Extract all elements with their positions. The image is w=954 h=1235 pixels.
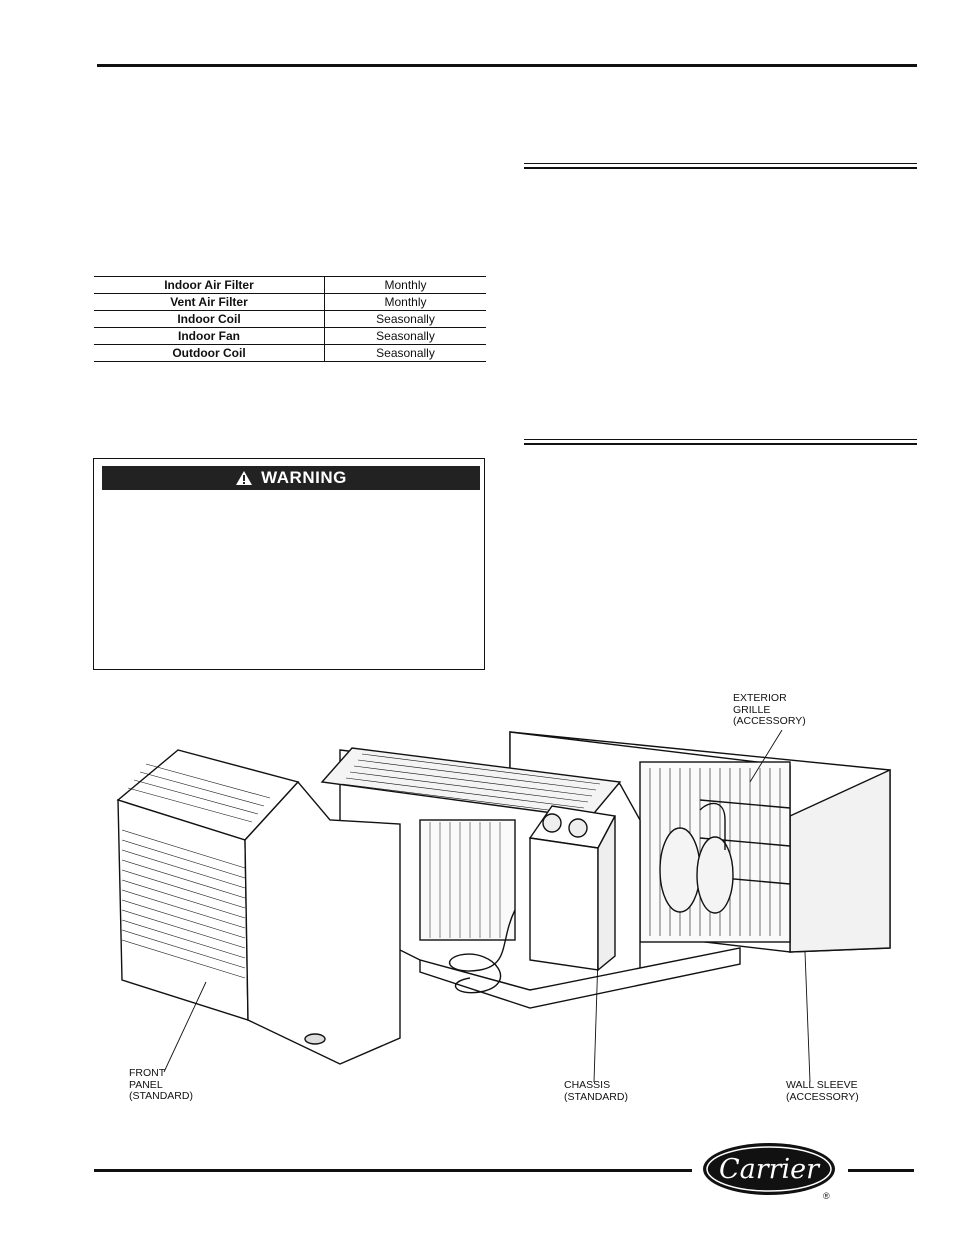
callout-chassis: CHASSIS (STANDARD) [564,1079,628,1103]
carrier-logo: Carrier ® [703,1143,835,1201]
frequency-cell: Monthly [384,278,427,292]
task-cell: Outdoor Coil [94,344,325,362]
callout-leaders [163,729,811,1083]
top-rule [97,64,917,67]
callout-exterior-grille: EXTERIOR GRILLE (ACCESSORY) [733,692,806,727]
warning-label: WARNING [261,468,347,487]
frequency-cell: Monthly [384,295,427,309]
frequency-cell: Seasonally [376,312,435,326]
callout-wall-sleeve: WALL SLEEVE (ACCESSORY) [786,1079,859,1103]
frequency-cell: Seasonally [376,329,435,343]
table-row: Vent Air Filter Monthly [94,293,486,311]
front-panel [116,749,401,1065]
warning-header: WARNING [102,466,480,490]
section-divider [524,439,917,445]
callout-front-panel: FRONT PANEL (STANDARD) [129,1067,193,1102]
task-cell: Vent Air Filter [94,293,325,311]
chassis [320,747,741,1009]
task-cell: Indoor Fan [94,327,325,345]
footer-rule-left [94,1169,692,1172]
section-divider [524,163,917,169]
maintenance-table: Indoor Air Filter Monthly Vent Air Filte… [94,276,486,362]
warning-box: WARNING [93,458,485,670]
table-row: Outdoor Coil Seasonally [94,344,486,362]
task-cell: Indoor Air Filter [94,276,325,294]
task-cell: Indoor Coil [94,310,325,328]
frequency-cell: Seasonally [376,346,435,360]
footer-rule-right [848,1169,914,1172]
product-illustration [116,729,891,1083]
warning-triangle-icon [236,471,253,485]
table-row: Indoor Coil Seasonally [94,310,486,328]
table-row: Indoor Air Filter Monthly [94,276,486,294]
table-row: Indoor Fan Seasonally [94,327,486,345]
registered-mark: ® [823,1191,830,1201]
logo-wordmark: Carrier [719,1154,821,1185]
